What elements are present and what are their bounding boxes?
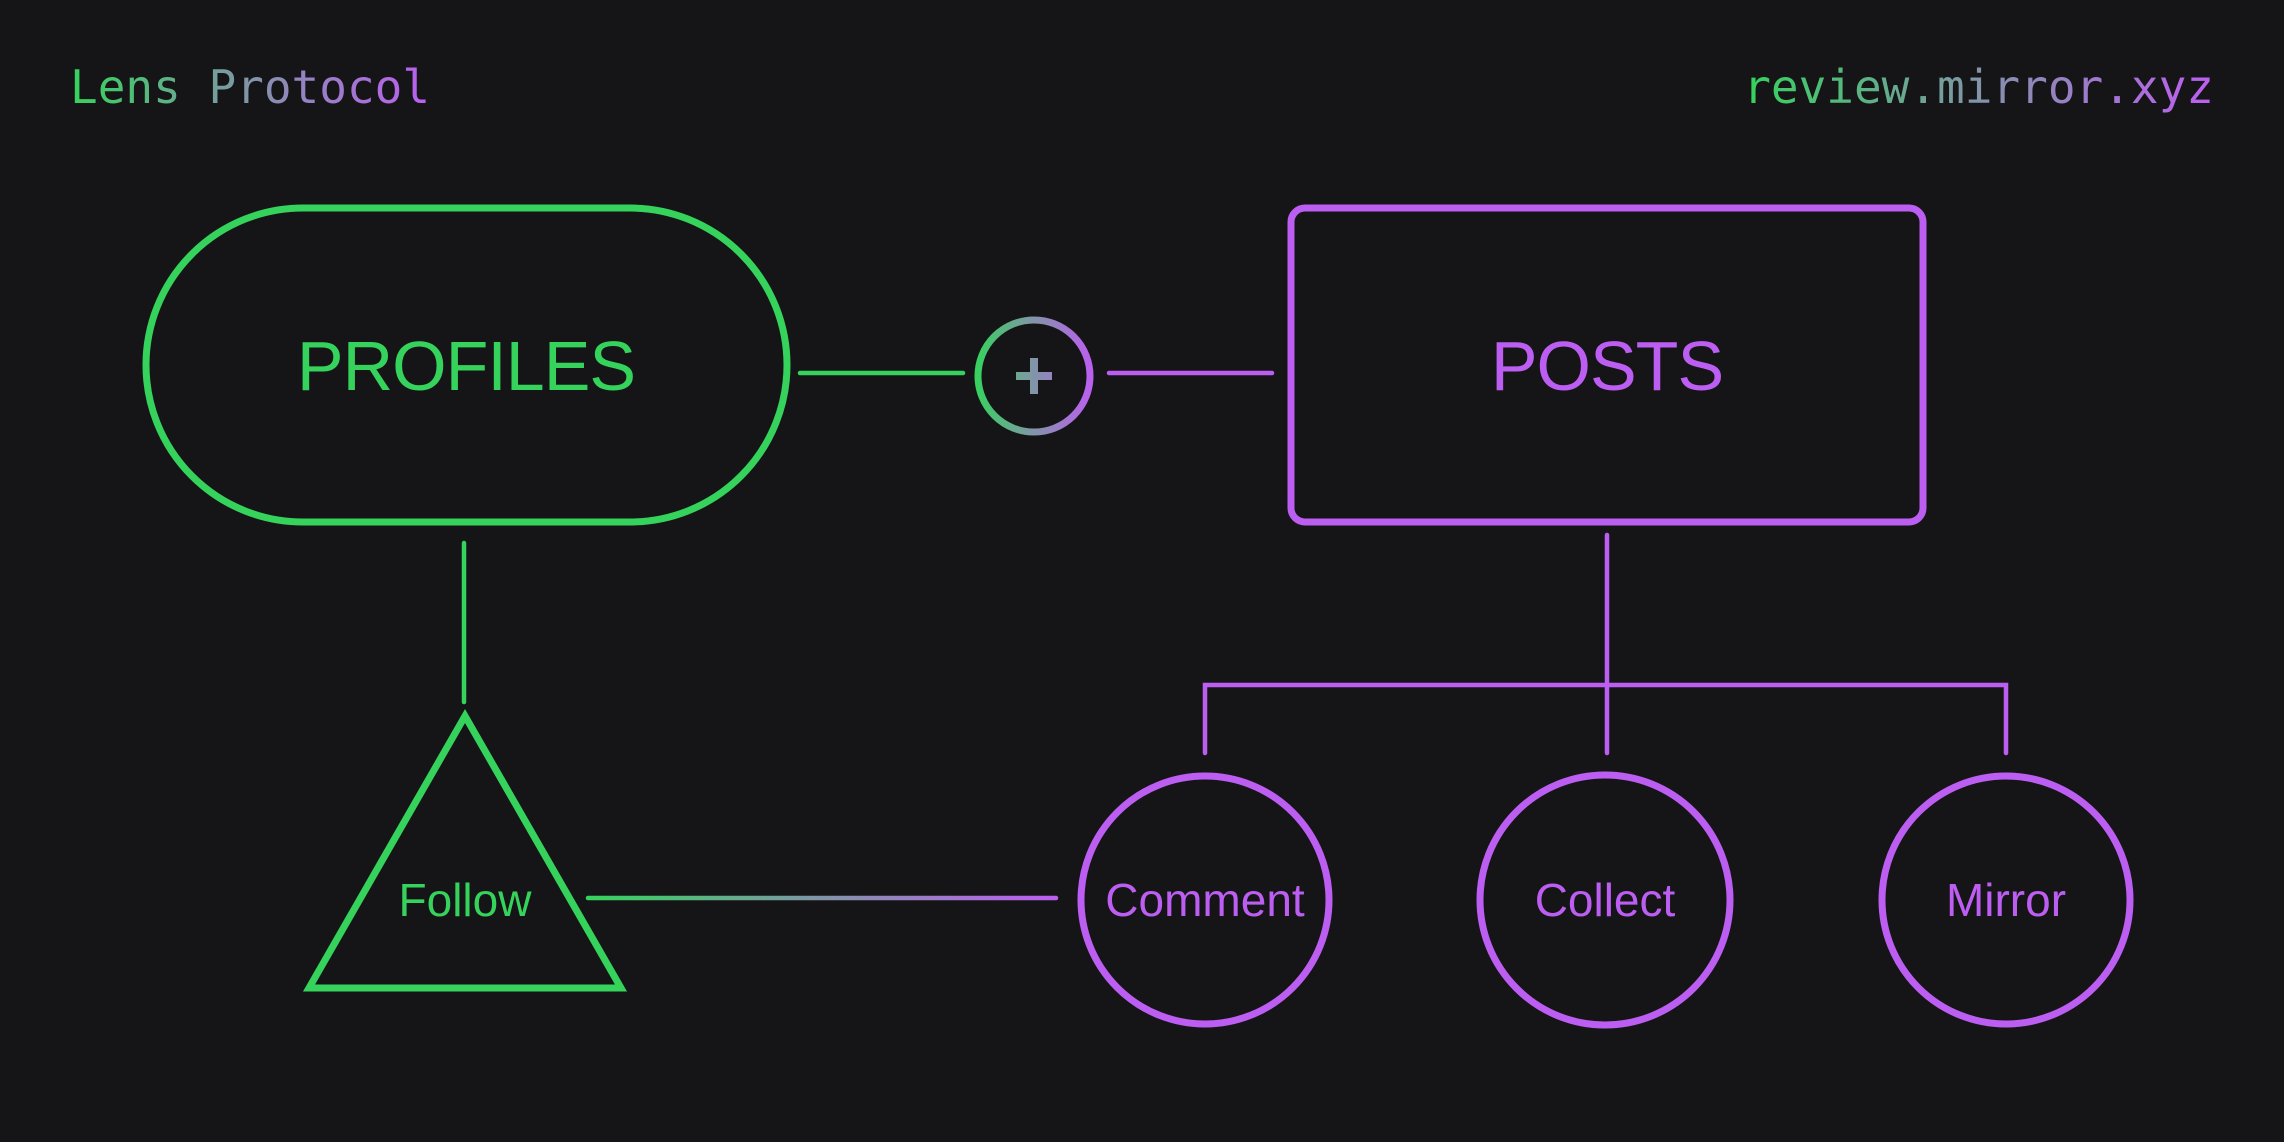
follow-node: Follow [302, 708, 628, 992]
follow-shape [302, 708, 628, 992]
profiles-label: PROFILES [297, 327, 635, 405]
mirror-shape [1878, 772, 2134, 1028]
plus-circle-shape [974, 316, 1094, 436]
profiles-node: PROFILES [142, 204, 791, 526]
posts-node: POSTS [1287, 204, 1927, 526]
follow-label: Follow [399, 874, 533, 926]
collect-node: Collect [1476, 771, 1734, 1029]
collect-shape [1476, 771, 1734, 1029]
site-url: review.mirror.xyz [1743, 60, 2214, 114]
brand-title: Lens Protocol [70, 60, 430, 114]
comment-label: Comment [1105, 874, 1305, 926]
mirror-label: Mirror [1946, 874, 2066, 926]
plus-connector-node [974, 316, 1094, 436]
comment-shape [1077, 772, 1333, 1028]
collect-label: Collect [1535, 874, 1676, 926]
comment-node: Comment [1077, 772, 1333, 1028]
posts-shape [1287, 204, 1927, 526]
mirror-node: Mirror [1878, 772, 2134, 1028]
profiles-shape [142, 204, 791, 526]
edge-posts-branches [1202, 532, 2009, 756]
posts-label: POSTS [1491, 327, 1723, 405]
plus-icon [1016, 358, 1052, 394]
